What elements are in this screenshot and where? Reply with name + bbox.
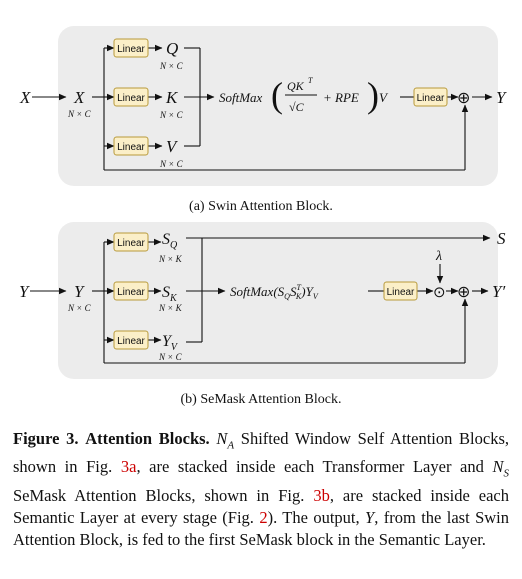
swin-caption: (a) Swin Attention Block. (189, 199, 333, 214)
swin-linear-q: Linear (117, 44, 145, 55)
swin-k-label: K (165, 88, 179, 107)
swin-input-x: X (19, 88, 31, 107)
semask-sq-dim: N × K (158, 254, 183, 264)
semask-linear-q-box (113, 232, 149, 252)
swin-linear-v: Linear (117, 142, 145, 153)
semask-input-y: Y (19, 282, 30, 301)
caption-text-3: SeMask Attention Blocks, shown in Fig. (13, 485, 314, 505)
semask-lambda: λ (435, 249, 442, 264)
swin-linear-v-box (113, 136, 149, 156)
swin-linear-out-box (413, 87, 448, 107)
swin-rpe: + RPE (323, 90, 359, 105)
caption-label: Figure 3. (13, 429, 79, 448)
caption-text-5: ). The output, (267, 507, 366, 527)
semask-linear-q: Linear (117, 238, 145, 249)
semask-sk-label: SK (162, 284, 178, 304)
semask-odot: ⊙ (433, 285, 446, 301)
caption-text-6: , from the last Swin Attention Block, is… (13, 507, 509, 549)
swin-v-dim: N × C (159, 159, 184, 169)
caption-text-1: Shifted Window Self Attention Blocks, sh… (13, 429, 510, 477)
semask-linear-out: Linear (387, 287, 415, 298)
semask-y: Y (74, 282, 85, 301)
semask-output-s: S (497, 229, 506, 248)
semask-caption: (b) SeMask Attention Block. (181, 392, 342, 407)
semask-linear-k-box (113, 281, 149, 301)
swin-input-dim: N × C (67, 109, 92, 119)
caption-ref-2[interactable]: 2 (259, 507, 268, 527)
swin-block-panel (58, 26, 498, 186)
semask-plus: ⊕ (457, 284, 470, 301)
swin-q-label: Q (166, 39, 178, 58)
swin-softmax: SoftMax (219, 90, 263, 105)
semask-yv-dim: N × C (158, 352, 183, 362)
swin-numerator-sup: T (308, 76, 313, 85)
figure-caption: Figure 3. Attention Blocks. NA Shifted W… (13, 428, 509, 551)
swin-linear-out: Linear (417, 93, 445, 104)
swin-k-dim: N × C (159, 110, 184, 120)
attention-blocks-figure: X X N × C Q N × C K N × C V N × C SoftMa… (19, 26, 507, 407)
caption-ref-3a[interactable]: 3a (120, 457, 137, 477)
swin-output-y: Y (496, 88, 507, 107)
swin-linear-q-box (113, 38, 149, 58)
semask-linear-out-box (383, 281, 418, 301)
swin-x: X (73, 88, 85, 107)
caption-title: Attention Blocks. (85, 429, 210, 448)
caption-y: Y (365, 507, 375, 527)
caption-ref-3b[interactable]: 3b (313, 485, 330, 505)
swin-right-paren: ) (367, 75, 379, 115)
caption-text-2: , are stacked inside each Transformer La… (136, 457, 493, 477)
caption-ns: NS (492, 457, 509, 480)
semask-block-panel (58, 222, 498, 379)
swin-v-label: V (166, 137, 179, 156)
swin-post-v: V (379, 90, 389, 105)
semask-yv-label: YV (162, 333, 179, 353)
swin-numerator: QK (287, 79, 305, 93)
semask-input-dim: N × C (67, 303, 92, 313)
semask-linear-k: Linear (117, 287, 145, 298)
caption-na: NA (216, 429, 235, 452)
semask-sk-dim: N × K (158, 303, 183, 313)
semask-linear-v-box (113, 330, 149, 350)
caption-text-4: , are stacked inside each Semantic Layer… (13, 485, 509, 527)
swin-q-dim: N × C (159, 61, 184, 71)
swin-linear-k-box (113, 87, 149, 107)
swin-denominator: √C (289, 100, 305, 114)
semask-linear-v: Linear (117, 336, 145, 347)
semask-output-y: Y′ (492, 282, 505, 301)
swin-left-paren: ( (271, 75, 283, 115)
swin-linear-k: Linear (117, 93, 145, 104)
swin-plus: ⊕ (457, 90, 470, 107)
semask-sq-label: SQ (162, 231, 178, 251)
